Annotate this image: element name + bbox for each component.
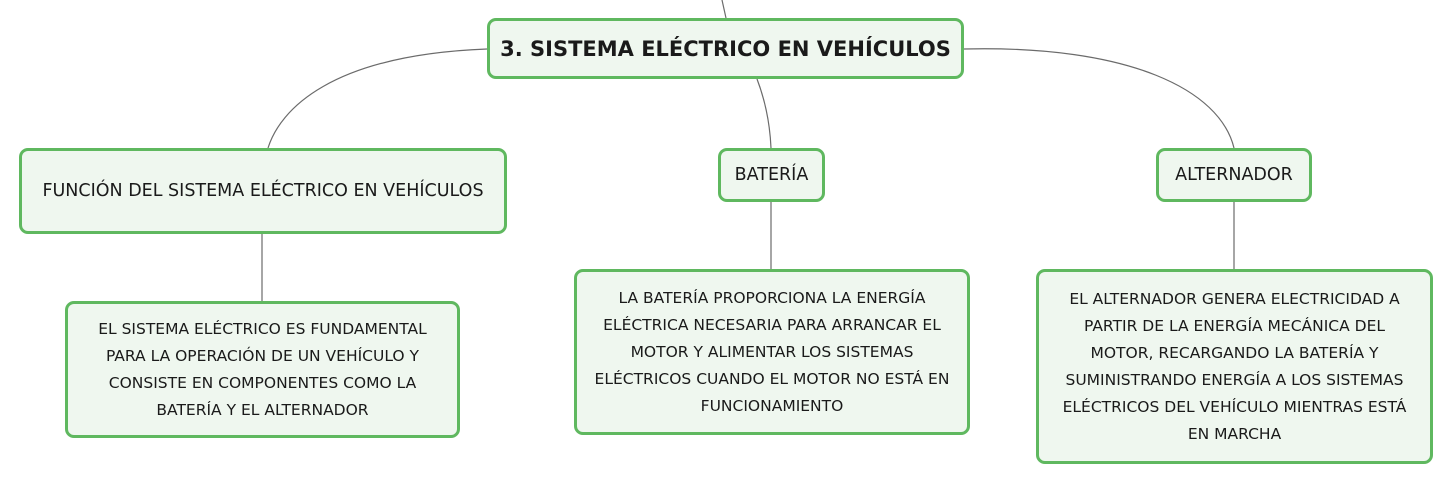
branch-node-funcion[interactable]: FUNCIÓN DEL SISTEMA ELÉCTRICO EN VEHÍCUL… [19, 148, 507, 234]
detail-node-bateria[interactable]: LA BATERÍA PROPORCIONA LA ENERGÍA ELÉCTR… [574, 269, 970, 435]
root-topic-label: 3. SISTEMA ELÉCTRICO EN VEHÍCULOS [500, 36, 951, 61]
detail-node-alternador[interactable]: EL ALTERNADOR GENERA ELECTRICIDAD A PART… [1036, 269, 1433, 464]
detail-text-funcion: EL SISTEMA ELÉCTRICO ES FUNDAMENTAL PARA… [98, 319, 427, 419]
detail-node-funcion[interactable]: EL SISTEMA ELÉCTRICO ES FUNDAMENTAL PARA… [65, 301, 460, 438]
root-topic-node[interactable]: 3. SISTEMA ELÉCTRICO EN VEHÍCULOS [487, 18, 964, 79]
branch-label-alternador: ALTERNADOR [1175, 165, 1293, 185]
detail-text-bateria: LA BATERÍA PROPORCIONA LA ENERGÍA ELÉCTR… [594, 288, 950, 415]
connector-root-to-funcion [267, 48, 488, 149]
branch-node-alternador[interactable]: ALTERNADOR [1156, 148, 1312, 202]
detail-text-alternador: EL ALTERNADOR GENERA ELECTRICIDAD A PART… [1062, 289, 1407, 443]
connector-root-to-bateria [756, 78, 772, 149]
connector-root-to-alternador [963, 48, 1235, 149]
connector-parent-to-root [721, 0, 727, 19]
branch-node-bateria[interactable]: BATERÍA [718, 148, 825, 202]
branch-label-bateria: BATERÍA [734, 165, 809, 185]
branch-label-funcion: FUNCIÓN DEL SISTEMA ELÉCTRICO EN VEHÍCUL… [42, 181, 484, 201]
